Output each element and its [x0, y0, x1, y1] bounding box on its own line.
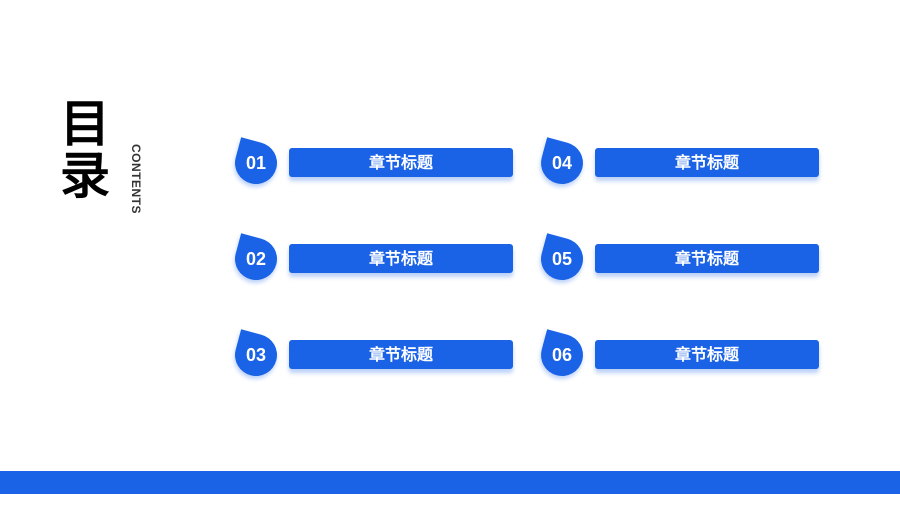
item-label[interactable]: 章节标题 — [595, 148, 819, 177]
footer-band — [0, 471, 900, 494]
toc-item-5[interactable]: 05 章节标题 — [536, 233, 831, 285]
item-number: 03 — [245, 345, 267, 365]
item-label[interactable]: 章节标题 — [595, 244, 819, 273]
item-label[interactable]: 章节标题 — [289, 340, 513, 369]
page-title: 目录 — [60, 95, 110, 205]
item-label[interactable]: 章节标题 — [289, 148, 513, 177]
item-number: 06 — [551, 345, 573, 365]
item-number: 01 — [245, 153, 267, 173]
item-number: 05 — [551, 249, 573, 269]
item-label[interactable]: 章节标题 — [289, 244, 513, 273]
toc-item-1[interactable]: 01 章节标题 — [230, 137, 525, 189]
item-number: 02 — [245, 249, 267, 269]
toc-item-3[interactable]: 03 章节标题 — [230, 329, 525, 381]
page-subtitle: CONTENTS — [129, 144, 143, 214]
item-label[interactable]: 章节标题 — [595, 340, 819, 369]
item-number: 04 — [551, 153, 573, 173]
toc-item-4[interactable]: 04 章节标题 — [536, 137, 831, 189]
toc-item-6[interactable]: 06 章节标题 — [536, 329, 831, 381]
toc-item-2[interactable]: 02 章节标题 — [230, 233, 525, 285]
